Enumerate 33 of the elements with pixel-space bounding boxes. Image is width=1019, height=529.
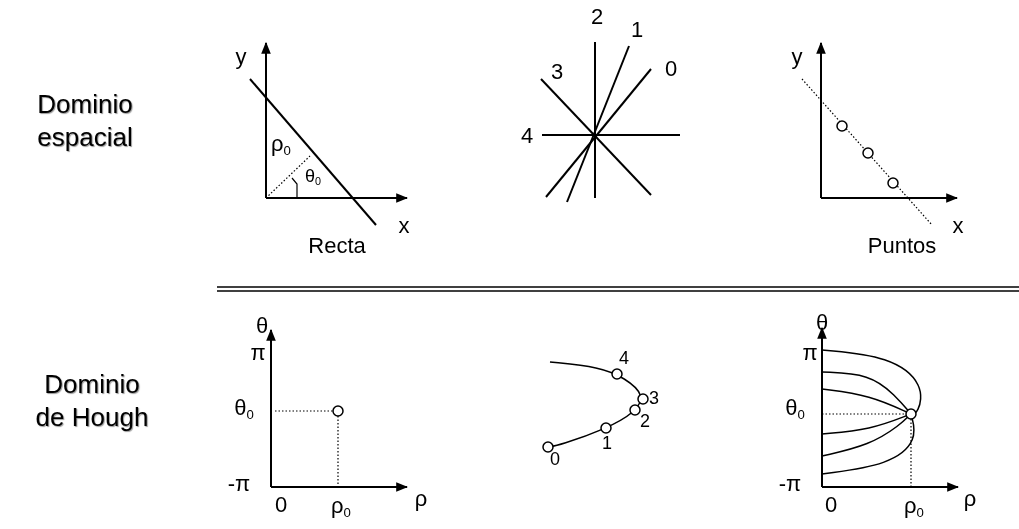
tick-label: π [250,342,266,364]
tick-label: -π [778,473,802,495]
tick-label: θ$_{0}$ [234,396,254,422]
axis-label: y [235,46,247,68]
tick-label: -π [227,473,251,495]
row-heading: Dominio de Hough [34,367,150,433]
angle-label: θ$_{0}$ [305,166,321,188]
axis-label: ρ [963,488,977,510]
point-number: 3 [649,389,659,407]
tick-label: 0 [824,494,838,516]
point-number: 2 [640,412,650,430]
axis-label: y [791,46,803,68]
tick-label: π [802,342,818,364]
axis-label: x [952,215,964,237]
line-number: 0 [664,58,678,80]
figure-caption: Puntos [867,235,937,257]
point-number: 1 [602,434,612,452]
figure-caption: Recta [308,235,366,257]
line-number: 3 [550,61,564,83]
axis-label: ρ [414,488,428,510]
line-number: 2 [590,6,604,28]
tick-label: θ$_{0}$ [785,396,805,422]
point-number: 4 [619,349,629,367]
tick-label: ρ$_{0}$ [904,494,924,520]
line-number: 4 [520,125,534,147]
line-number: 1 [630,19,644,41]
distance-label: ρ$_{0}$ [271,132,291,158]
tick-label: ρ$_{0}$ [331,494,351,520]
row-heading: Dominio espacial [36,87,134,153]
point-number: 0 [550,450,560,468]
tick-label: 0 [274,494,288,516]
axis-label: x [398,215,410,237]
axis-label: θ [255,315,269,337]
